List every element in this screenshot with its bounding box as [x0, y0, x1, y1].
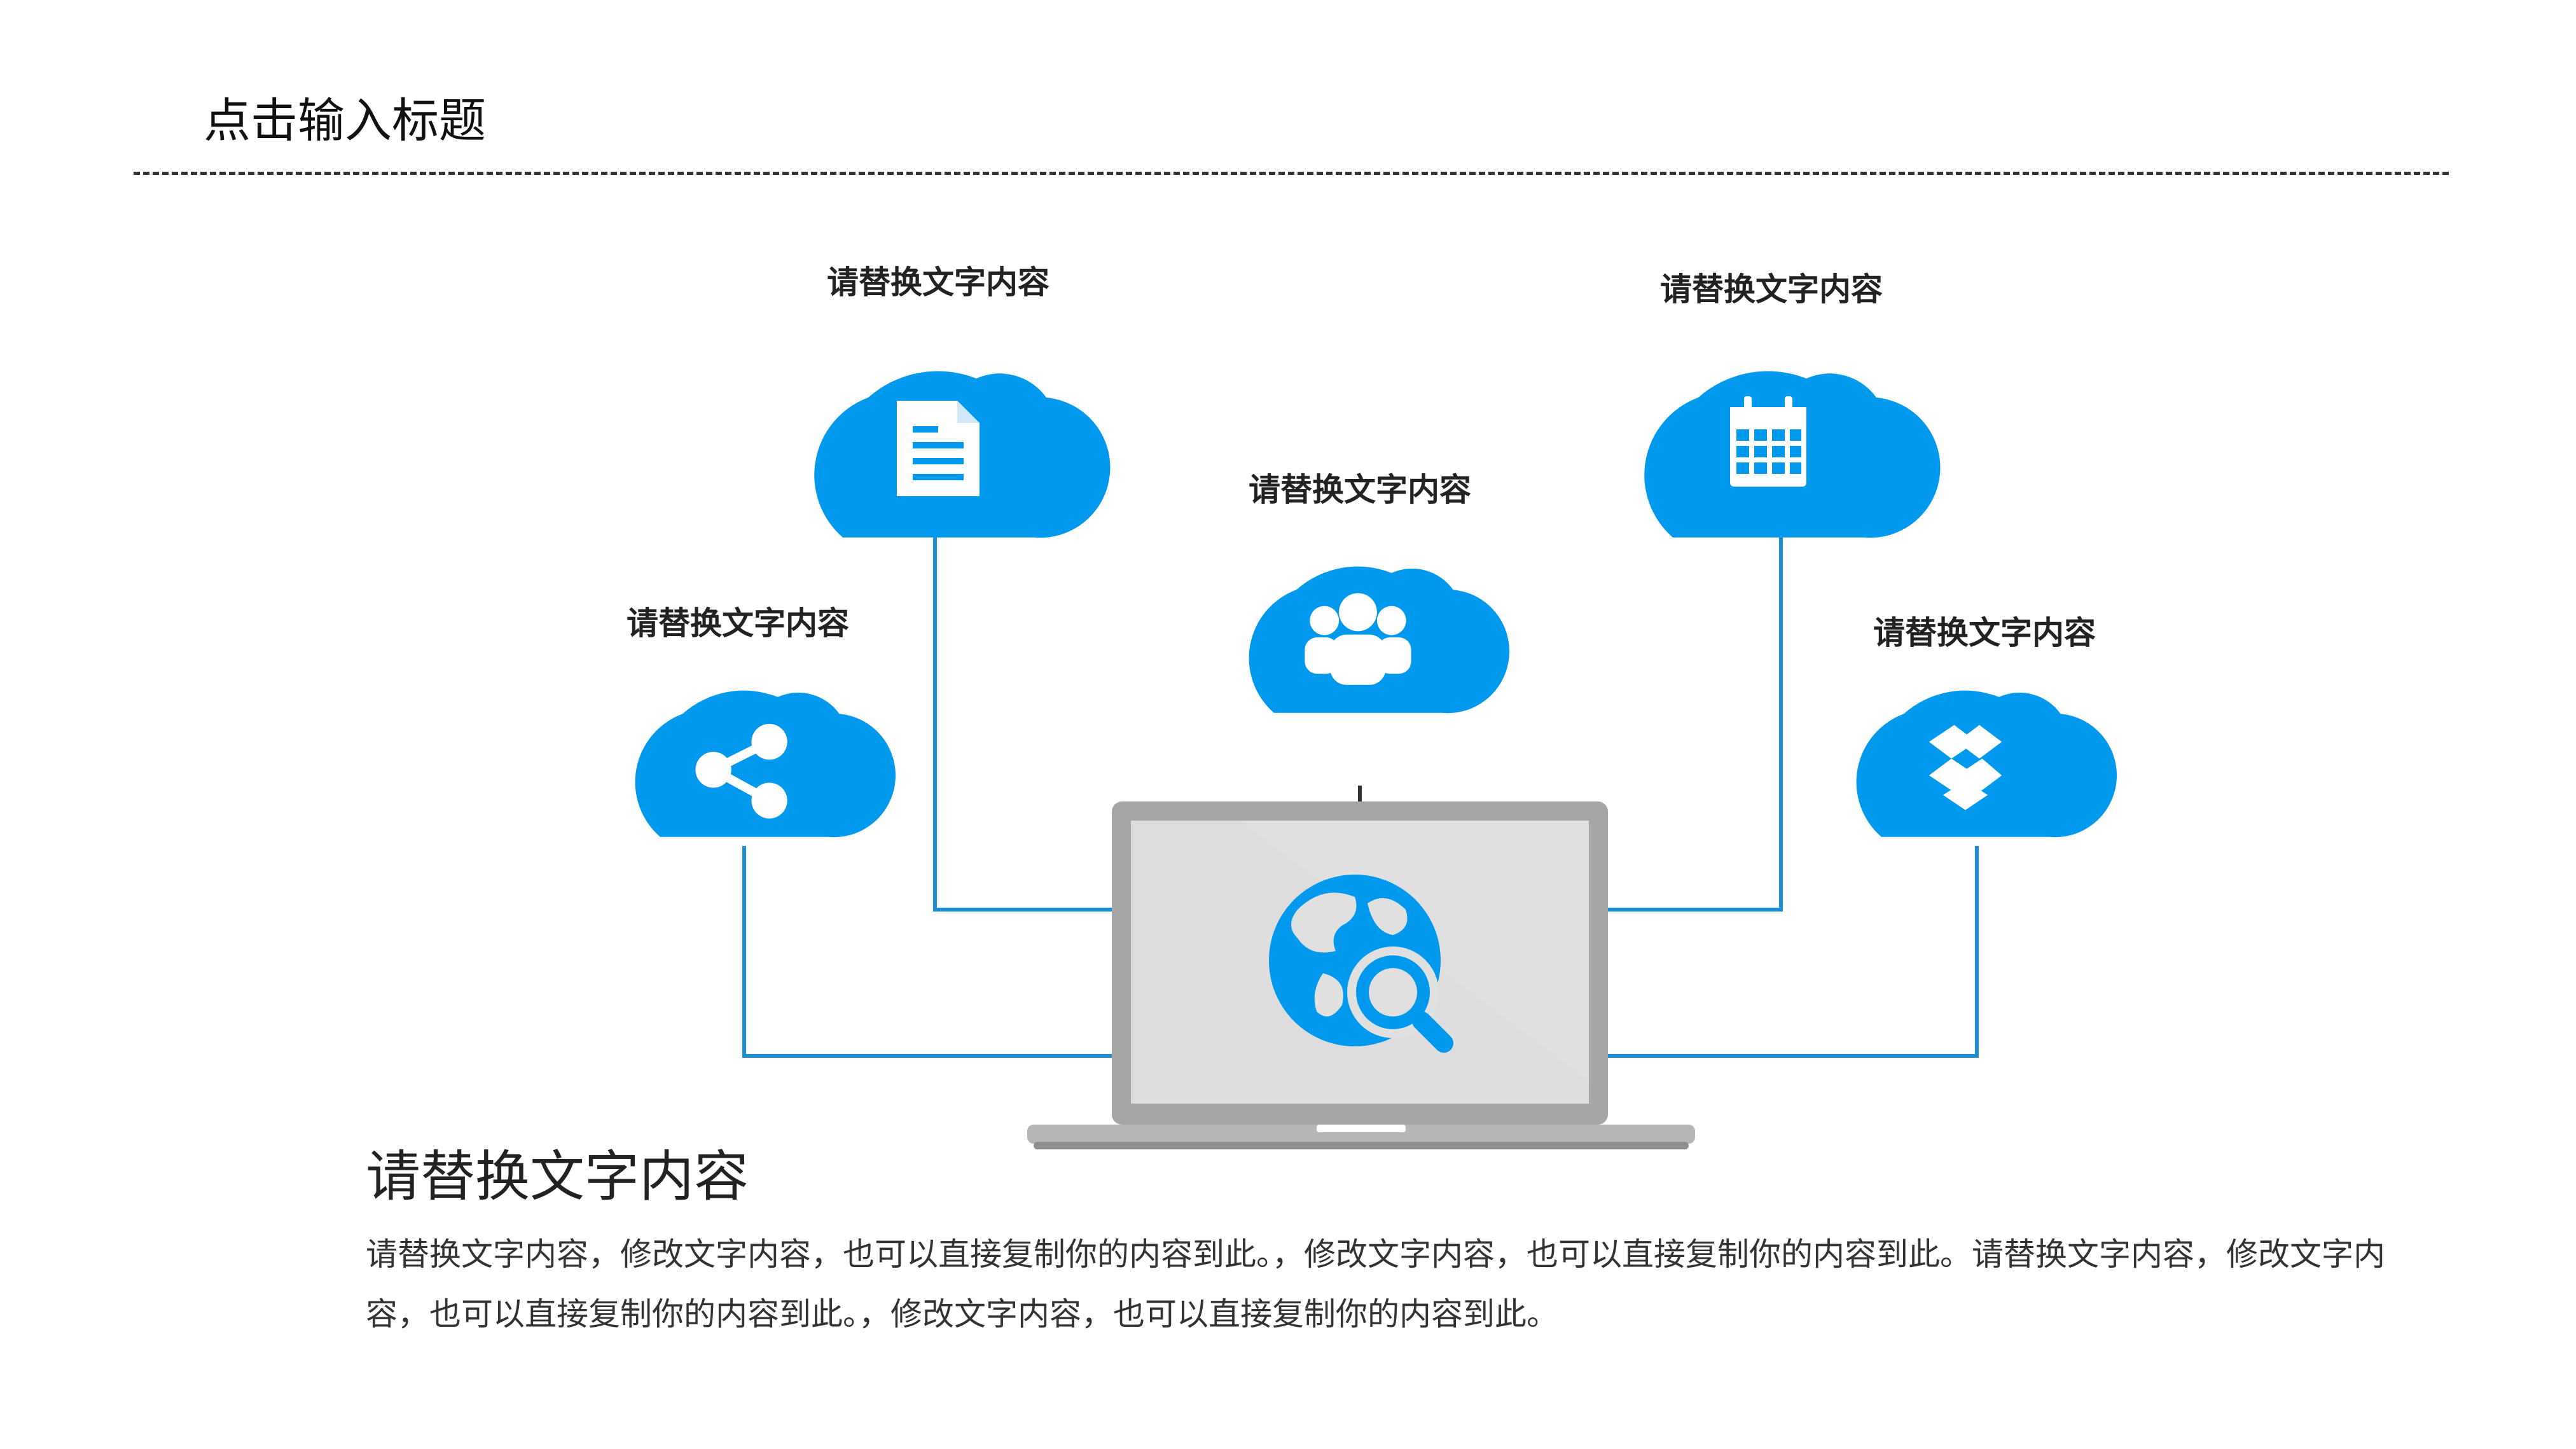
laptop-base [1027, 1125, 1695, 1144]
cloud-dropbox [1856, 690, 2117, 838]
cloud-document [814, 371, 1111, 538]
cloud-label-dropbox: 请替换文字内容 [1873, 614, 2096, 651]
connector-calendar [1606, 534, 1783, 912]
body-paragraph: 请替换文字内容，修改文字内容，也可以直接复制你的内容到此。，修改文字内容，也可以… [366, 1236, 2385, 1333]
globe-search-icon [1269, 875, 1453, 1053]
connector-share [742, 846, 1113, 1058]
laptop-base-bottom [1034, 1142, 1689, 1149]
cloud-users [1249, 566, 1509, 714]
laptop-notch [1317, 1125, 1406, 1132]
body-heading: 请替换文字内容 [366, 1145, 749, 1209]
calendar-icon [1730, 396, 1806, 487]
cloud-label-users: 请替换文字内容 [1249, 471, 1471, 508]
users-icon [1305, 593, 1411, 685]
connector-lines [742, 534, 1979, 1058]
page-title: 点击输入标题 [204, 94, 486, 148]
connector-dropbox [1606, 846, 1979, 1058]
cloud-label-share: 请替换文字内容 [627, 605, 849, 642]
cloud-share [635, 690, 896, 838]
cloud-calendar [1644, 371, 1941, 538]
connector-document [933, 534, 1113, 912]
share-icon [695, 724, 787, 819]
cloud-label-calendar: 请替换文字内容 [1660, 271, 1883, 308]
document-icon [897, 401, 980, 496]
cloud-label-document: 请替换文字内容 [827, 264, 1049, 301]
dashed-divider [134, 172, 2449, 175]
